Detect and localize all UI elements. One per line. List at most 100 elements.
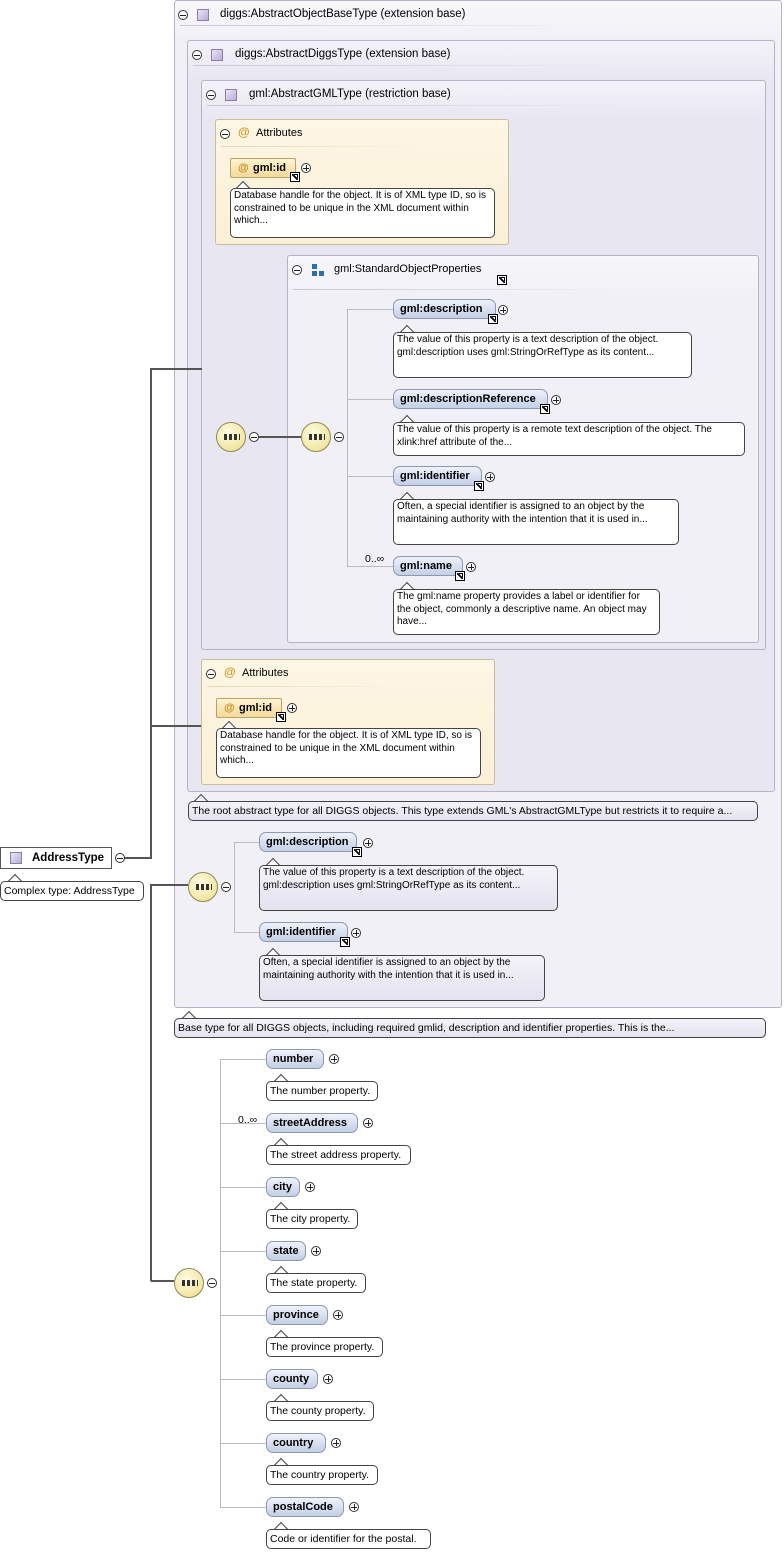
expand-icon[interactable] xyxy=(466,562,476,572)
tree-line xyxy=(234,842,235,932)
tree-line xyxy=(234,932,259,933)
tree-line xyxy=(347,399,393,400)
collapse-icon[interactable] xyxy=(206,90,216,100)
expand-icon[interactable] xyxy=(301,163,311,173)
tree-line xyxy=(347,476,393,477)
tree-line xyxy=(220,1123,266,1124)
element-number[interactable]: number xyxy=(266,1049,324,1069)
collapse-icon[interactable] xyxy=(334,432,344,442)
element-doc: Often, a special identifier is assigned … xyxy=(393,499,679,545)
element-streetaddress[interactable]: streetAddress xyxy=(266,1113,358,1133)
element-state[interactable]: state xyxy=(266,1241,306,1261)
tree-line xyxy=(220,1443,266,1444)
collapse-icon[interactable] xyxy=(249,432,259,442)
element-gml-identifier[interactable]: gml:identifier xyxy=(259,922,348,942)
attribute-gml-id[interactable]: @gml:id xyxy=(216,698,282,718)
collapse-icon[interactable] xyxy=(292,265,302,275)
element-city[interactable]: city xyxy=(266,1177,300,1197)
reference-icon[interactable] xyxy=(340,937,350,947)
element-province[interactable]: province xyxy=(266,1305,328,1325)
divider xyxy=(207,686,407,687)
reference-icon[interactable] xyxy=(497,275,507,285)
expand-icon[interactable] xyxy=(287,703,297,713)
collapse-icon[interactable] xyxy=(206,669,216,679)
root-complex-type[interactable]: AddressType xyxy=(0,847,112,869)
collapse-icon[interactable] xyxy=(220,129,230,139)
expand-icon[interactable] xyxy=(485,472,495,482)
root-label: AddressType xyxy=(32,852,105,864)
sequence-icon[interactable] xyxy=(188,872,218,902)
expand-icon[interactable] xyxy=(331,1438,341,1448)
attribute-label: gml:id xyxy=(253,162,286,174)
tree-line xyxy=(347,309,393,310)
complex-type-icon xyxy=(10,852,22,864)
group-title: gml:AbstractGMLType (restriction base) xyxy=(249,88,451,100)
divider xyxy=(221,146,421,147)
attribute-gml-id[interactable]: @ gml:id xyxy=(230,158,296,178)
element-doc: The county property. xyxy=(266,1401,374,1421)
attributes-title: Attributes xyxy=(242,667,289,679)
sequence-icon[interactable] xyxy=(301,422,331,452)
element-gml-description-reference[interactable]: gml:descriptionReference xyxy=(393,389,548,409)
root-doc: Complex type: AddressType xyxy=(0,881,144,901)
reference-icon[interactable] xyxy=(455,571,465,581)
sequence-icon[interactable] xyxy=(216,422,246,452)
connector xyxy=(150,368,202,370)
cardinality-label: 0..∞ xyxy=(238,1114,258,1126)
tree-line xyxy=(234,842,259,843)
expand-icon[interactable] xyxy=(333,1310,343,1320)
divider xyxy=(293,289,623,290)
attribute-icon: @ xyxy=(224,665,236,679)
element-country[interactable]: country xyxy=(266,1433,326,1453)
reference-icon[interactable] xyxy=(352,847,362,857)
complex-type-icon xyxy=(197,9,209,21)
complex-type-icon xyxy=(211,49,223,61)
expand-icon[interactable] xyxy=(305,1182,315,1192)
collapse-icon[interactable] xyxy=(221,882,231,892)
tree-line xyxy=(220,1315,266,1316)
attribute-icon: @ xyxy=(238,125,250,139)
cardinality-label: 0..∞ xyxy=(365,553,385,565)
divider xyxy=(180,25,600,26)
attributes-title: Attributes xyxy=(256,127,303,139)
collapse-icon[interactable] xyxy=(178,10,188,20)
reference-icon[interactable] xyxy=(290,172,300,182)
sequence-icon[interactable] xyxy=(174,1268,204,1298)
collapse-icon[interactable] xyxy=(192,50,202,60)
element-doc: The value of this property is a text des… xyxy=(393,332,692,378)
element-doc: The number property. xyxy=(266,1081,378,1101)
connector xyxy=(150,368,152,858)
expand-icon[interactable] xyxy=(323,1374,333,1384)
expand-icon[interactable] xyxy=(363,838,373,848)
tree-line xyxy=(220,1379,266,1380)
expand-icon[interactable] xyxy=(498,305,508,315)
element-gml-name[interactable]: gml:name xyxy=(393,556,463,576)
element-doc: The country property. xyxy=(266,1465,378,1485)
connector xyxy=(259,436,301,438)
attribute-doc: Database handle for the object. It is of… xyxy=(230,188,495,238)
element-doc: Code or identifier for the postal. xyxy=(266,1529,431,1549)
reference-icon[interactable] xyxy=(474,481,484,491)
expand-icon[interactable] xyxy=(349,1502,359,1512)
group-doc: Base type for all DIGGS objects, includi… xyxy=(174,1018,766,1038)
tree-line xyxy=(220,1251,266,1252)
collapse-icon[interactable] xyxy=(115,853,125,863)
divider xyxy=(207,105,627,106)
expand-icon[interactable] xyxy=(311,1246,321,1256)
expand-icon[interactable] xyxy=(363,1118,373,1128)
collapse-icon[interactable] xyxy=(207,1278,217,1288)
element-county[interactable]: county xyxy=(266,1369,318,1389)
expand-icon[interactable] xyxy=(351,928,361,938)
attribute-icon: @ xyxy=(238,162,249,174)
reference-icon[interactable] xyxy=(540,404,550,414)
reference-icon[interactable] xyxy=(276,712,286,722)
element-gml-description[interactable]: gml:description xyxy=(259,832,357,852)
expand-icon[interactable] xyxy=(329,1054,339,1064)
connector xyxy=(150,884,188,886)
element-doc: The state property. xyxy=(266,1273,366,1293)
expand-icon[interactable] xyxy=(551,395,561,405)
reference-icon[interactable] xyxy=(488,314,498,324)
element-postalcode[interactable]: postalCode xyxy=(266,1497,344,1517)
element-gml-identifier[interactable]: gml:identifier xyxy=(393,466,482,486)
element-gml-description[interactable]: gml:description xyxy=(393,299,496,319)
